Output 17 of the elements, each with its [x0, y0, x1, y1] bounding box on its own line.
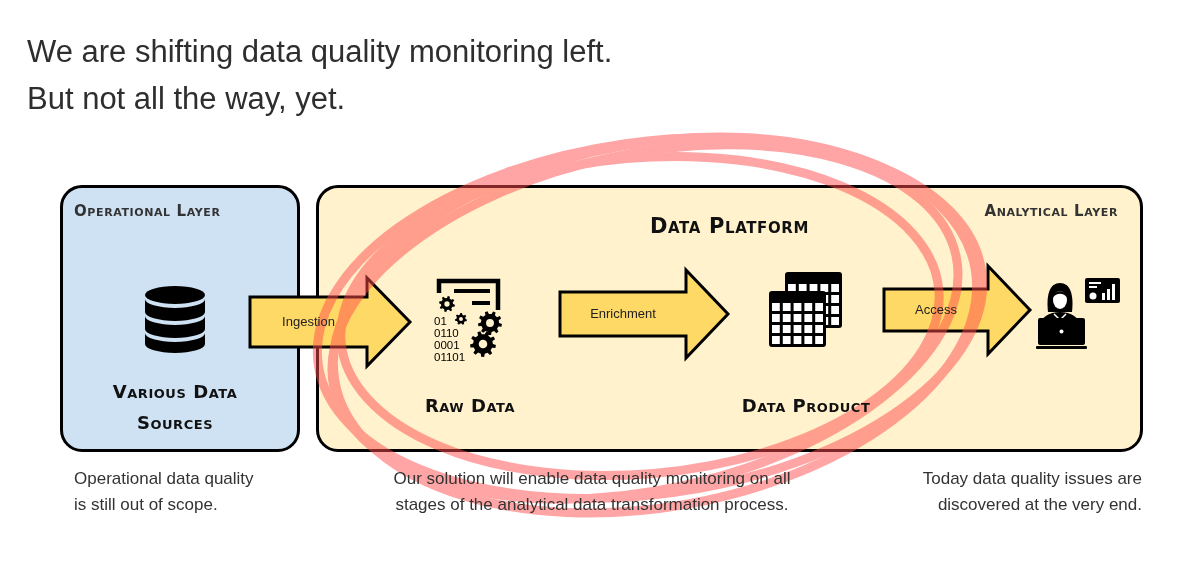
edge-label: Enrichment: [590, 306, 656, 322]
node-label: Raw Data: [424, 394, 516, 418]
title: We are shifting data quality monitoring left. But not all the way, yet.: [27, 33, 614, 118]
edge-label: Ingestion: [282, 314, 335, 330]
node-label: Data Product: [741, 394, 871, 418]
node-label: Various Data Sources: [111, 380, 239, 435]
note-text: Today data quality issues are discovered at the very end.: [921, 468, 1142, 516]
layer-heading: Analytical Layer: [984, 201, 1118, 221]
note-text: Operational data quality is still out of scope.: [74, 468, 255, 516]
platform-title: Data Platform: [649, 213, 810, 240]
edge-label: Access: [915, 302, 957, 318]
block-arrow: [882, 262, 1033, 358]
layer-heading: Operational Layer: [74, 201, 221, 221]
note-text: Our solution will enable data quality monitoring on all stages of the analytical data transformation process.: [392, 468, 792, 516]
block-arrow: [558, 266, 731, 362]
binary-digits: 01 0110 0001 01101: [434, 315, 467, 363]
block-arrow: [248, 274, 413, 370]
